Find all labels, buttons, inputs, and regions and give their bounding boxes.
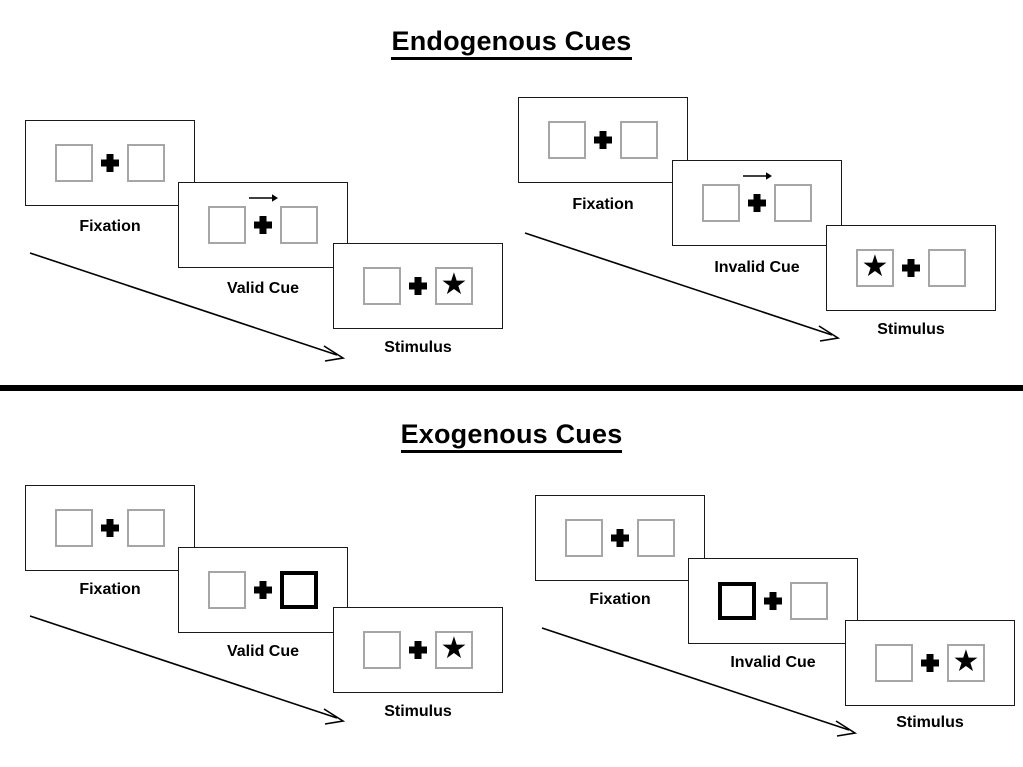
panel-exogenous-invalid-cue xyxy=(688,558,858,644)
panel-exogenous-invalid-fixation xyxy=(535,495,705,581)
panel-endogenous-invalid-stimulus: ★ xyxy=(826,225,996,311)
placeholder-box-left xyxy=(55,509,93,547)
panel-content xyxy=(702,172,812,222)
panel-content: ★ xyxy=(875,644,985,682)
cue-box-left-highlighted xyxy=(718,582,756,620)
fixation-cross-icon xyxy=(586,121,620,159)
placeholder-box-right xyxy=(127,144,165,182)
placeholder-box-left xyxy=(565,519,603,557)
placeholder-box-right xyxy=(620,121,658,159)
panel-exogenous-valid-stimulus: ★ xyxy=(333,607,503,693)
placeholder-box-right: ★ xyxy=(947,644,985,682)
placeholder-box-right: ★ xyxy=(435,267,473,305)
placeholder-box-left xyxy=(55,144,93,182)
star-target-icon: ★ xyxy=(440,632,468,665)
placeholder-box-right xyxy=(127,509,165,547)
panel-content xyxy=(548,121,658,159)
star-target-icon: ★ xyxy=(861,250,889,283)
star-target-icon: ★ xyxy=(952,645,980,678)
panel-content xyxy=(208,571,318,609)
caption-exogenous-invalid-stimulus: Stimulus xyxy=(896,714,964,731)
placeholder-box-left xyxy=(208,571,246,609)
panel-content xyxy=(208,194,318,244)
caption-endogenous-valid-fixation: Fixation xyxy=(79,218,141,235)
caption-endogenous-valid-cue: Valid Cue xyxy=(226,280,300,297)
panel-endogenous-invalid-fixation xyxy=(518,97,688,183)
section-divider xyxy=(0,385,1023,391)
fixation-cross-icon xyxy=(401,267,435,305)
fixation-cross-icon xyxy=(756,582,790,620)
placeholder-box-right xyxy=(280,206,318,244)
placeholder-box-left xyxy=(548,121,586,159)
placeholder-box-right: ★ xyxy=(435,631,473,669)
section-title-exogenous: Exogenous Cues xyxy=(0,419,1023,453)
caption-exogenous-valid-cue: Valid Cue xyxy=(226,643,300,660)
caption-endogenous-invalid-stimulus: Stimulus xyxy=(877,321,945,338)
placeholder-box-left: ★ xyxy=(856,249,894,287)
panel-endogenous-valid-fixation xyxy=(25,120,195,206)
cue-box-right-highlighted xyxy=(280,571,318,609)
placeholder-box-right xyxy=(790,582,828,620)
placeholder-box-left xyxy=(702,184,740,222)
fixation-cross-icon xyxy=(740,172,774,222)
panel-endogenous-invalid-cue xyxy=(672,160,842,246)
panel-endogenous-valid-stimulus: ★ xyxy=(333,243,503,329)
placeholder-box-left xyxy=(208,206,246,244)
arrow-right-cue-icon xyxy=(743,172,772,180)
panel-exogenous-valid-fixation xyxy=(25,485,195,571)
section-title-exogenous-text: Exogenous Cues xyxy=(400,419,623,453)
fixation-cross-icon xyxy=(401,631,435,669)
placeholder-box-left xyxy=(363,267,401,305)
fixation-cross-icon xyxy=(93,509,127,547)
star-target-icon: ★ xyxy=(440,268,468,301)
fixation-cross-icon xyxy=(894,249,928,287)
panel-content xyxy=(718,582,828,620)
panel-content: ★ xyxy=(363,267,473,305)
caption-exogenous-invalid-cue: Invalid Cue xyxy=(730,654,816,671)
fixation-cross-icon xyxy=(246,571,280,609)
panel-exogenous-valid-cue xyxy=(178,547,348,633)
fixation-cross-icon xyxy=(246,194,280,244)
panel-content xyxy=(55,509,165,547)
placeholder-box-right xyxy=(637,519,675,557)
panel-content xyxy=(55,144,165,182)
caption-exogenous-invalid-fixation: Fixation xyxy=(589,591,651,608)
placeholder-box-right xyxy=(928,249,966,287)
caption-exogenous-valid-fixation: Fixation xyxy=(79,581,141,598)
caption-endogenous-invalid-cue: Invalid Cue xyxy=(714,259,800,276)
panel-endogenous-valid-cue xyxy=(178,182,348,268)
fixation-cross-icon xyxy=(913,644,947,682)
section-title-endogenous-text: Endogenous Cues xyxy=(391,26,632,60)
placeholder-box-right xyxy=(774,184,812,222)
panel-content: ★ xyxy=(363,631,473,669)
caption-exogenous-valid-stimulus: Stimulus xyxy=(384,703,452,720)
placeholder-box-left xyxy=(363,631,401,669)
placeholder-box-left xyxy=(875,644,913,682)
section-title-endogenous: Endogenous Cues xyxy=(0,26,1023,60)
fixation-cross-icon xyxy=(603,519,637,557)
caption-endogenous-invalid-fixation: Fixation xyxy=(572,196,634,213)
panel-content: ★ xyxy=(856,249,966,287)
panel-exogenous-invalid-stimulus: ★ xyxy=(845,620,1015,706)
panel-content xyxy=(565,519,675,557)
fixation-cross-icon xyxy=(93,144,127,182)
caption-endogenous-valid-stimulus: Stimulus xyxy=(384,339,452,356)
arrow-right-cue-icon xyxy=(249,194,278,202)
